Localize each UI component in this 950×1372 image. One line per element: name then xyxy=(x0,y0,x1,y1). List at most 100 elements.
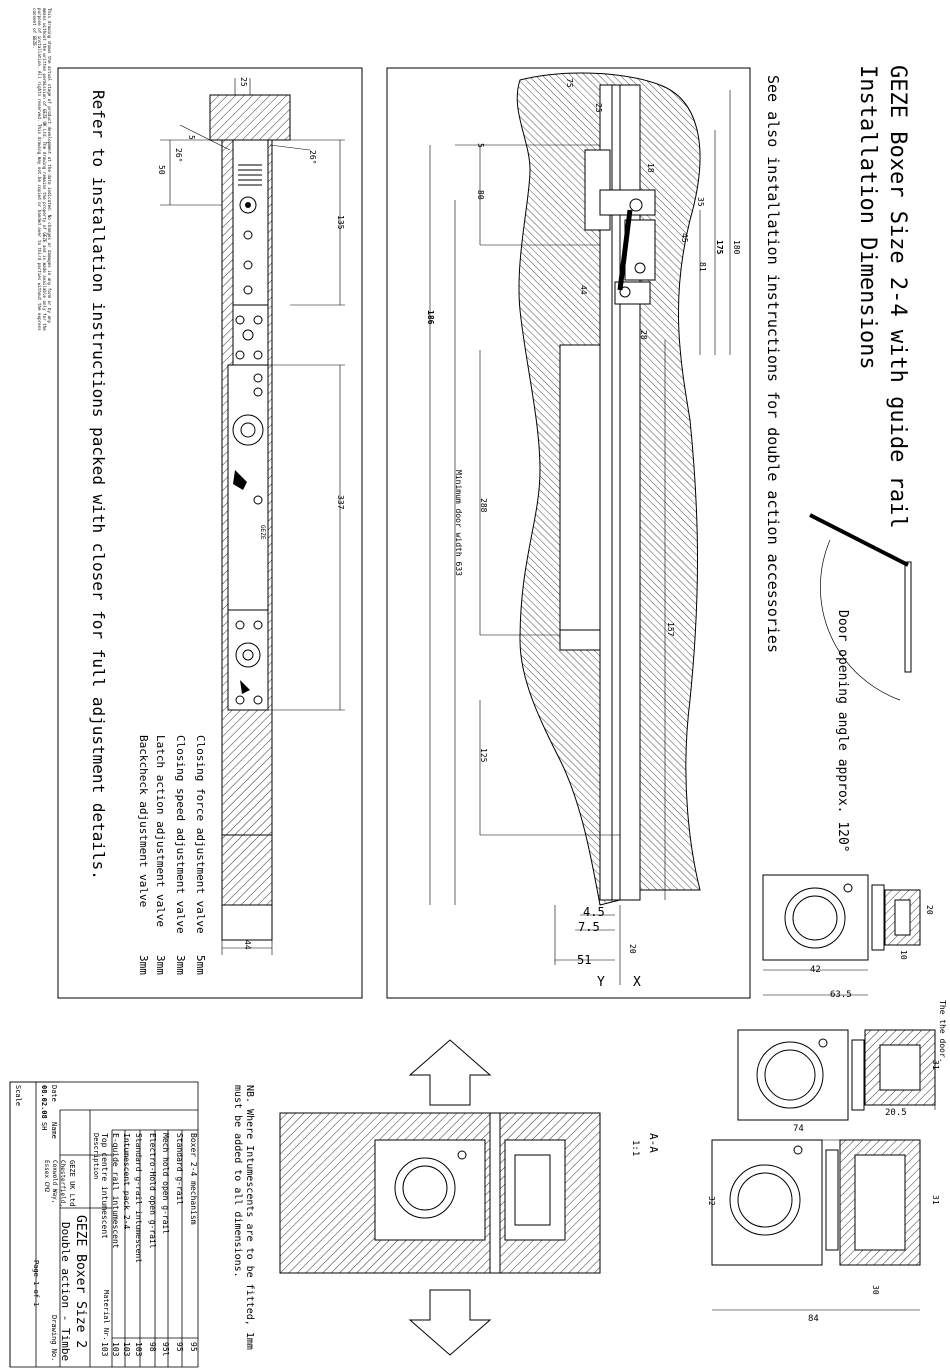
dim-28: 28 xyxy=(639,330,648,340)
valve-1-size: 5mm xyxy=(194,955,207,975)
sec-mid-dim-20-5: 20.5 xyxy=(885,1108,907,1118)
axis-y-label: Y xyxy=(597,975,605,990)
nb-note: NB. Where Intumescents are to be fitted,… xyxy=(232,1085,255,1350)
description-label: Description xyxy=(92,1133,100,1180)
valve-3-label: Latch action adjustment valve xyxy=(154,735,167,928)
dim-20: 20 xyxy=(628,944,637,954)
part-no-3: 95l xyxy=(161,1342,170,1357)
left-dimension-lines xyxy=(160,78,345,955)
top-right-text: The the door. xyxy=(938,1000,947,1063)
page-label: Page 1 of 1 xyxy=(32,1260,40,1307)
dim-45: 45 xyxy=(680,233,689,243)
section-aa-view xyxy=(279,1039,601,1356)
part-no-2: 95 xyxy=(175,1342,184,1352)
dim-81: 81 xyxy=(698,262,707,272)
sec-top-dim-63-5: 63.5 xyxy=(830,990,852,1000)
drawing-subtitle: Installation Dimensions xyxy=(855,65,880,370)
dim-51: 51 xyxy=(577,953,592,967)
part-no-5: 103 xyxy=(134,1342,143,1357)
title-block-title: GEZE Boxer Size 2 xyxy=(73,1215,88,1349)
part-no-6: 103 xyxy=(122,1342,131,1357)
door-opening-diagram xyxy=(809,513,912,701)
dim-125: 125 xyxy=(479,748,488,763)
sec-bot-dim-84: 84 xyxy=(808,1314,819,1324)
angle-right: 26° xyxy=(308,150,317,165)
dim-75: 75 xyxy=(565,78,574,88)
part-no-7: 103 xyxy=(111,1342,120,1357)
dim-180: 180 xyxy=(732,240,741,255)
valve-2-label: Closing speed adjustment valve xyxy=(174,735,187,934)
closer-top-view xyxy=(209,94,291,941)
drawing-no-label: Drawing No. xyxy=(50,1315,58,1362)
company-name: GEZE UK Ltd xyxy=(68,1160,76,1207)
part-row-6: Intumescent pack 2-4 xyxy=(122,1133,131,1230)
section-view-top xyxy=(762,874,921,961)
door-angle-label: Door opening angle approx. 120° xyxy=(835,610,850,853)
sec-top-dim-10: 10 xyxy=(899,950,908,960)
section-view-bottom xyxy=(711,1139,921,1266)
dim-35: 35 xyxy=(696,197,705,207)
part-row-5: Standard g-rail intumescent xyxy=(134,1133,143,1264)
geze-marking: GEZE xyxy=(259,525,266,540)
part-row-2: Standard g-rail xyxy=(175,1133,184,1206)
part-no-1: 95 xyxy=(189,1342,198,1352)
left-panel-frame xyxy=(57,67,363,999)
section-view-middle xyxy=(737,1029,936,1121)
company-address: Chesterfield, Coxwold Way, Essex CM2 xyxy=(43,1160,66,1207)
angle-left: 26° xyxy=(174,148,183,163)
sec-bot-dim-31: 31 xyxy=(931,1195,940,1205)
dim-186: 186 xyxy=(426,310,435,325)
valve-2-size: 3mm xyxy=(174,955,187,975)
dim-175: 175 xyxy=(715,240,724,255)
sec-mid-dim-74: 74 xyxy=(793,1124,804,1134)
title-block xyxy=(9,1081,199,1368)
dim-80: 80 xyxy=(476,190,485,200)
dim-44-mid: 44 xyxy=(579,285,588,295)
refer-note: Refer to installation instructions packe… xyxy=(89,90,108,880)
part-row-4: Electro-Hold open g-rail xyxy=(148,1133,157,1249)
title-block-subtitle: Double action - Timbe xyxy=(59,1222,72,1362)
name-label: Name xyxy=(50,1122,58,1139)
name-value: SH xyxy=(40,1122,48,1131)
min-door-width: Minimum door width 633 xyxy=(454,470,463,576)
dim-25-mid: 25 xyxy=(594,103,603,113)
part-row-7: E-guide rail intumescent xyxy=(111,1133,120,1249)
dim-7-5: 7.5 xyxy=(578,920,600,934)
section-dimension-lines xyxy=(712,969,936,1311)
dim-5: 5 xyxy=(187,135,196,140)
dim-157: 157 xyxy=(666,622,675,637)
accessories-note: See also installation instructions for d… xyxy=(764,75,782,653)
material-label: Material Nr. xyxy=(102,1290,110,1341)
dim-25: 25 xyxy=(239,77,248,87)
part-row-1: Boxer 2-4 mechanism xyxy=(189,1133,198,1225)
middle-panel-frame xyxy=(386,67,751,999)
part-row-8: Top centre intumescent xyxy=(100,1133,109,1239)
drawing-title: GEZE Boxer Size 2-4 with guide rail xyxy=(885,65,910,529)
scale-label: Scale xyxy=(14,1085,22,1107)
date-value: 08.02.08 xyxy=(40,1085,48,1119)
sec-top-dim-42: 42 xyxy=(810,965,821,975)
valve-3-size: 3mm xyxy=(154,955,167,975)
dim-135: 135 xyxy=(336,215,345,230)
axis-x-label: X xyxy=(633,975,641,990)
dim-337: 337 xyxy=(336,495,345,510)
valve-4-size: 3mm xyxy=(137,955,150,975)
dim-44: 44 xyxy=(243,940,252,950)
date-label: Date xyxy=(50,1085,58,1102)
part-no-8: 103 xyxy=(100,1342,109,1357)
sec-bot-dim-32: 32 xyxy=(707,1196,716,1206)
dim-4-5: 4.5 xyxy=(583,905,605,919)
dim-50: 50 xyxy=(157,165,166,175)
valve-4-label: Backcheck adjustment valve xyxy=(137,735,150,908)
part-row-3: Mech hold open g-rail xyxy=(161,1133,170,1235)
dim-5-mid: 5 xyxy=(476,143,485,148)
section-aa-scale: 1:1 xyxy=(630,1140,640,1157)
sec-top-dim-20: 20 xyxy=(925,905,934,915)
dim-288: 288 xyxy=(479,498,488,513)
valve-1-label: Closing force adjustment valve xyxy=(194,735,207,934)
section-aa-label: A-A xyxy=(647,1133,660,1153)
sec-bot-dim-30: 30 xyxy=(871,1285,880,1295)
middle-dimension-lines xyxy=(429,90,731,985)
